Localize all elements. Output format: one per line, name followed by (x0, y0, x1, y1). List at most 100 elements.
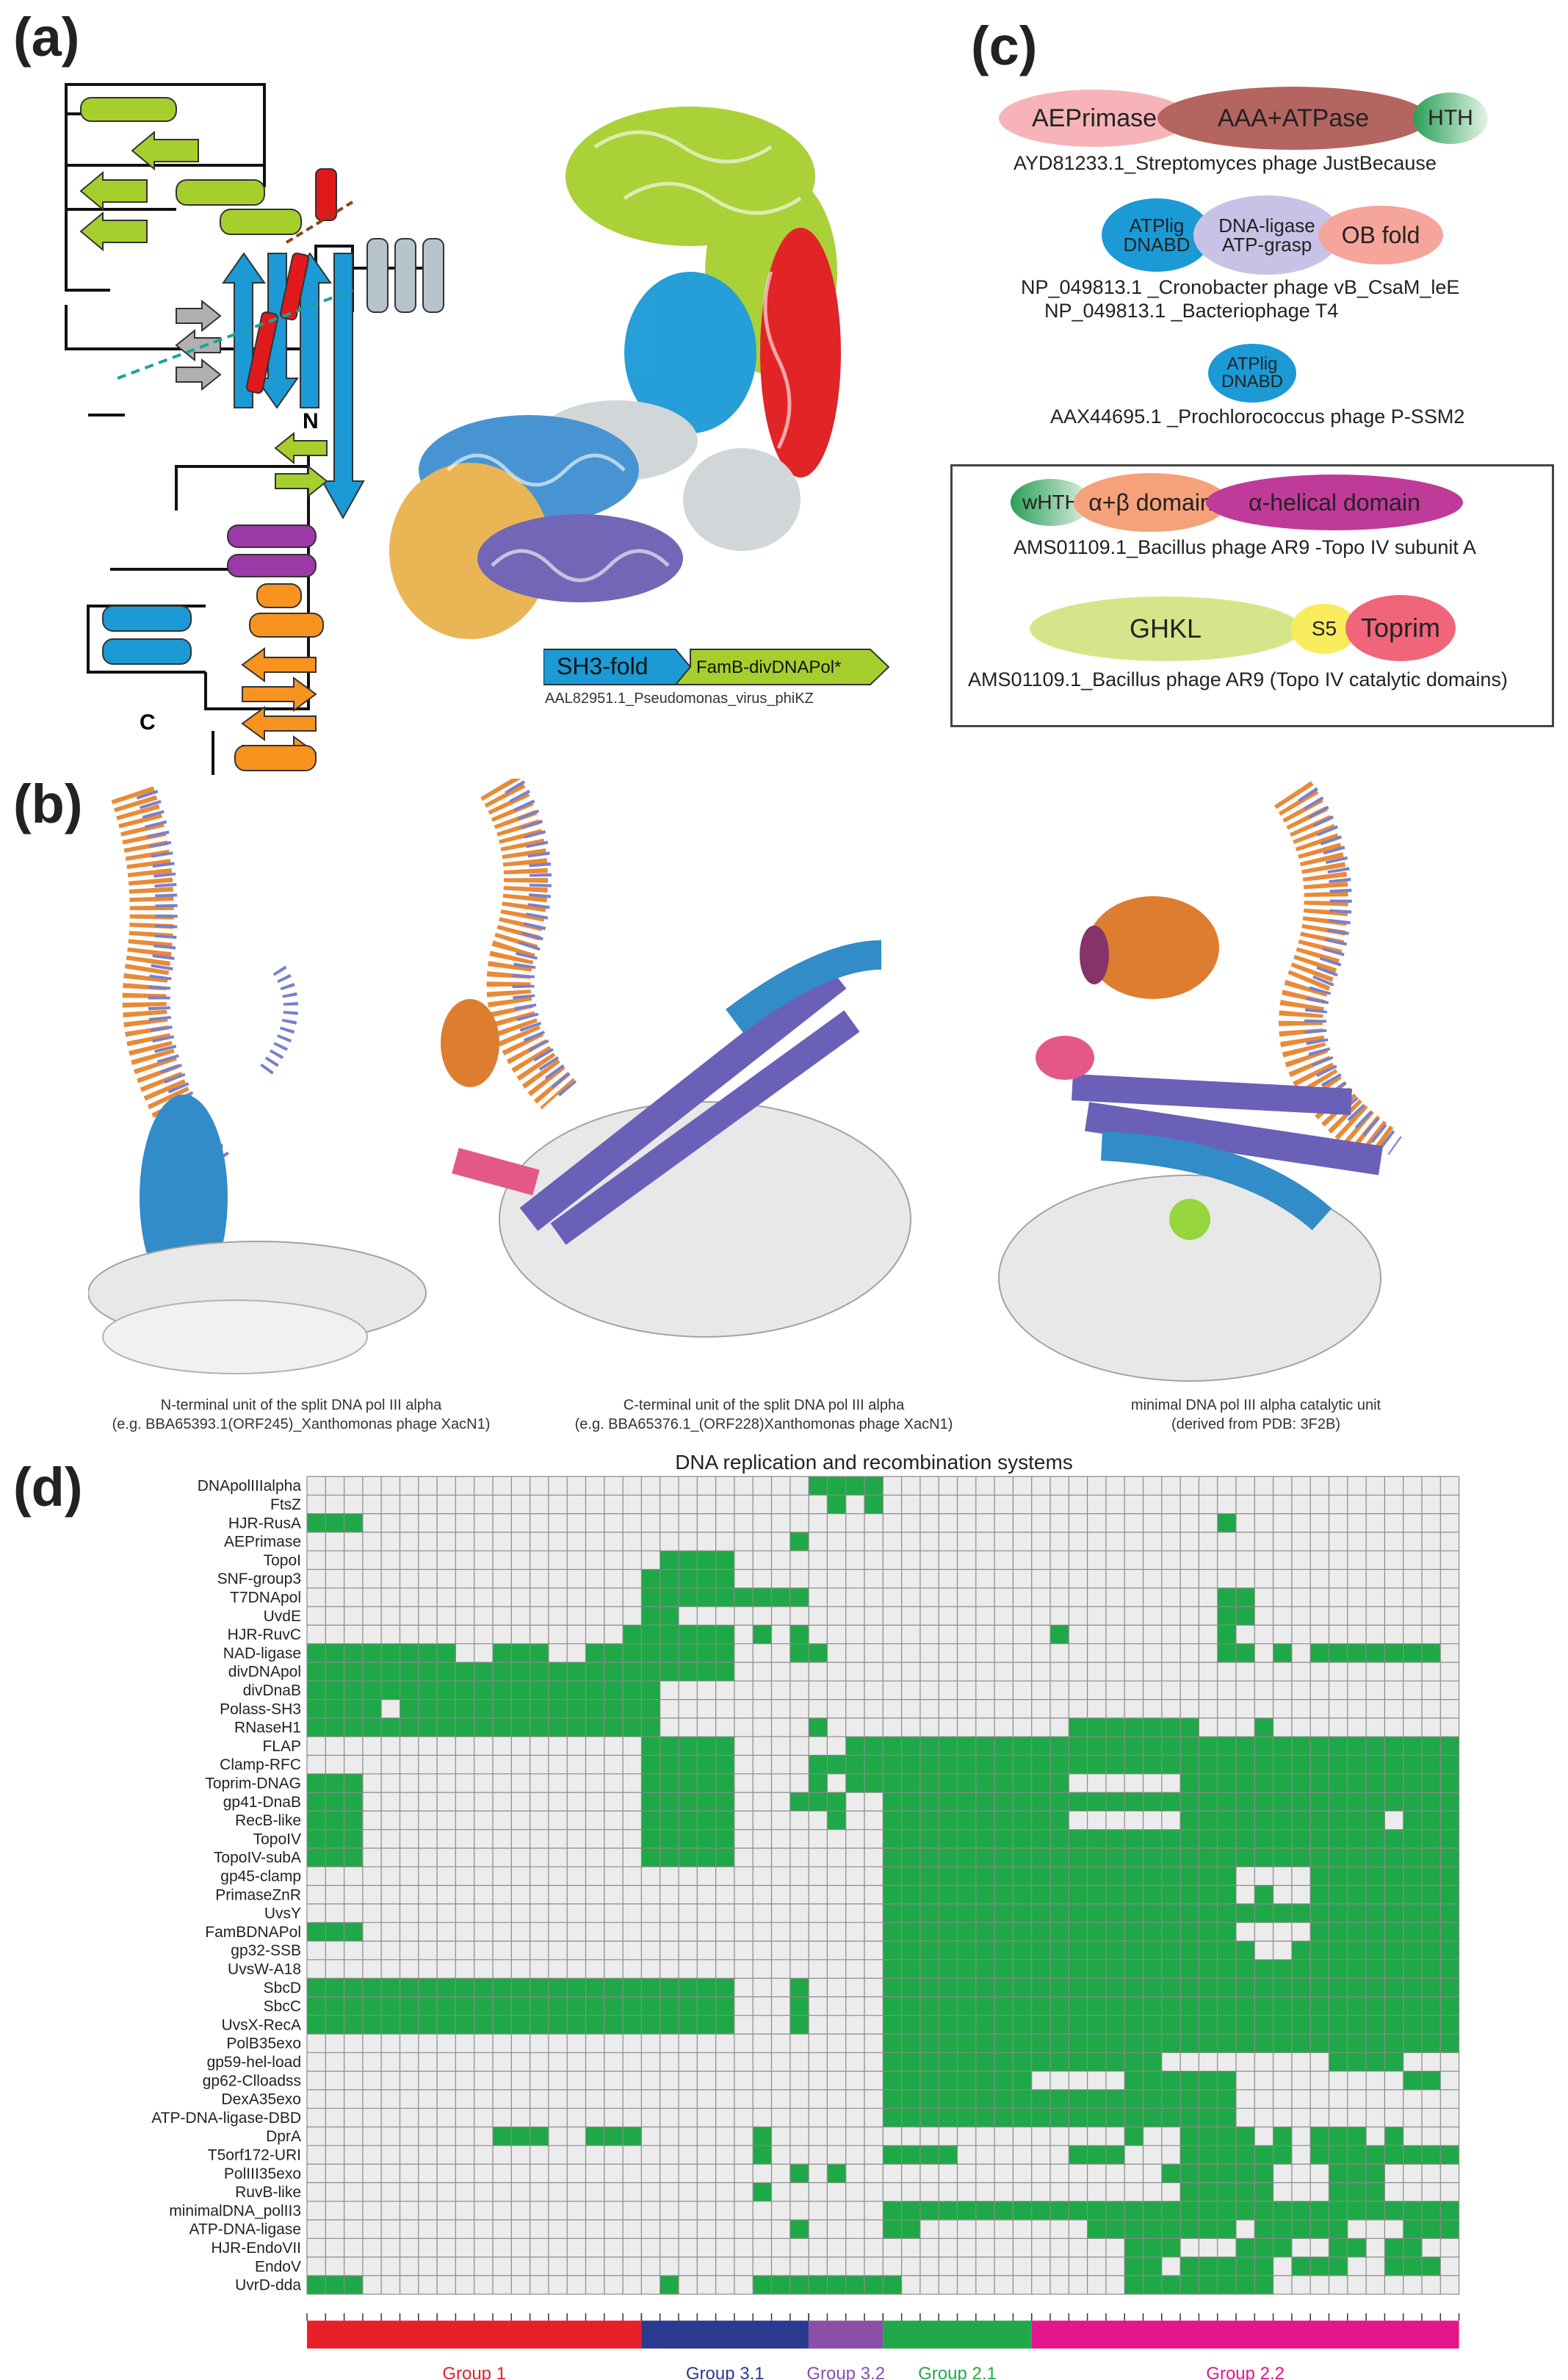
heatmap-cell (1161, 1792, 1181, 1811)
heatmap-cell (939, 1903, 958, 1923)
heatmap-cell (920, 1867, 939, 1886)
heatmap-cell (939, 1811, 958, 1830)
heatmap-cell (715, 1625, 734, 1644)
heatmap-cell (679, 1978, 698, 1997)
heatmap-cell (1105, 1867, 1125, 1886)
heatmap-cell (1310, 2145, 1329, 2165)
heatmap-cell (827, 2275, 846, 2295)
n-terminus-label: N (303, 409, 319, 433)
heatmap-cell (1366, 1978, 1385, 1997)
heatmap-cell (660, 2015, 679, 2034)
heatmap-cell (530, 1717, 549, 1737)
heatmap-cell (1124, 1885, 1144, 1904)
heatmap-cell (1291, 1755, 1311, 1774)
heatmap-cell (1180, 2201, 1199, 2220)
heatmap-cell (567, 1997, 586, 2016)
heatmap-cell (845, 1773, 864, 1793)
heatmap-cell (641, 1587, 660, 1607)
heatmap-cell (1347, 1885, 1367, 1904)
heatmap-cell (1310, 1997, 1329, 2016)
heatmap-cell (939, 1737, 958, 1756)
heatmap-cell (1124, 2015, 1144, 2034)
heatmap-cell (1105, 1829, 1125, 1848)
domain-alpha-beta: α+β domain (1074, 473, 1228, 532)
heatmap-cell (1124, 2220, 1144, 2239)
heatmap-cell (883, 1997, 902, 2016)
heatmap-cell (362, 1662, 382, 1681)
heatmap-cell (1217, 1997, 1236, 2016)
domain-toprim: Toprim (1345, 595, 1456, 661)
heatmap-cell (325, 1717, 344, 1737)
heatmap-cell (1105, 2052, 1125, 2071)
heatmap-cell (1013, 1755, 1032, 1774)
heatmap-cell (1236, 2145, 1255, 2165)
heatmap-cell (715, 1755, 734, 1774)
heatmap-cell (1403, 1959, 1422, 1979)
accession-a: AAL82951.1_Pseudomonas_virus_phiKZ (545, 690, 814, 707)
heatmap-cell (939, 1885, 958, 1904)
heatmap-cell (957, 1867, 976, 1886)
heatmap-cell (1384, 1643, 1403, 1662)
heatmap-cell (1087, 2089, 1106, 2109)
heatmap-cell (1347, 1848, 1367, 1867)
heatmap-cell (1273, 1643, 1292, 1662)
heatmap-cell (939, 1922, 958, 1941)
heatmap-cell (1087, 1717, 1106, 1737)
heatmap-cell (790, 1625, 809, 1644)
row-label: PrimaseZnR (215, 1886, 301, 1903)
heatmap-cell (1217, 1848, 1236, 1867)
heatmap-cell (1013, 2089, 1032, 2109)
heatmap-cell (697, 1643, 716, 1662)
heatmap-cell (883, 1773, 902, 1793)
heatmap-cell (920, 1941, 939, 1960)
heatmap-cell (641, 1792, 660, 1811)
heatmap-cell (1069, 1867, 1088, 1886)
heatmap-cell (1329, 2257, 1348, 2276)
heatmap-cell (1329, 2145, 1348, 2165)
heatmap-cell (511, 2127, 530, 2146)
heatmap-cell (753, 2182, 772, 2202)
heatmap-cell (1031, 1737, 1050, 1756)
heatmap-cell (623, 1717, 642, 1737)
heatmap-cell (1384, 2015, 1403, 2034)
heatmap-cell (994, 1811, 1014, 1830)
heatmap-cell (883, 1867, 902, 1886)
heatmap-cell (901, 1885, 920, 1904)
heatmap-cell (1440, 1978, 1459, 1997)
heatmap-cell (1329, 1867, 1348, 1886)
heatmap-cell (883, 1903, 902, 1923)
heatmap-cell (604, 1978, 624, 1997)
heatmap-cell (1217, 2145, 1236, 2165)
heatmap-cell (1329, 2164, 1348, 2183)
heatmap-cell (1199, 1941, 1218, 1960)
heatmap-cell (1143, 2108, 1162, 2127)
row-label: DprA (266, 2128, 301, 2145)
heatmap-cell (1124, 2275, 1144, 2295)
heatmap-cell (567, 1662, 586, 1681)
heatmap-cell (474, 1662, 493, 1681)
heatmap-cell (1440, 2034, 1459, 2053)
heatmap-cell (1384, 1997, 1403, 2016)
heatmap-cell (1236, 2127, 1255, 2146)
heatmap-cell (975, 1941, 995, 1960)
row-label: FamBDNAPol (205, 1924, 301, 1941)
heatmap-cell (344, 1681, 363, 1700)
heatmap-cell (344, 2015, 363, 2034)
heatmap-cell (530, 1681, 549, 1700)
row-label: HJR-RusA (228, 1515, 301, 1532)
heatmap-cell (1254, 1997, 1273, 2016)
heatmap-cell (1384, 2052, 1403, 2071)
heatmap-cell (455, 1699, 474, 1718)
heatmap-cell (697, 1997, 716, 2016)
heatmap-cell (381, 1662, 400, 1681)
heatmap-cell (1013, 1773, 1032, 1793)
heatmap-cell (1236, 2201, 1255, 2220)
heatmap-cell (1143, 1829, 1162, 1848)
heatmap-cell (790, 1643, 809, 1662)
heatmap-cell (1366, 1848, 1385, 1867)
heatmap-cell (715, 1662, 734, 1681)
heatmap-cell (1329, 2127, 1348, 2146)
heatmap-cell (994, 1755, 1014, 1774)
heatmap-cell (1384, 1959, 1403, 1979)
heatmap-cell (1143, 1848, 1162, 1867)
